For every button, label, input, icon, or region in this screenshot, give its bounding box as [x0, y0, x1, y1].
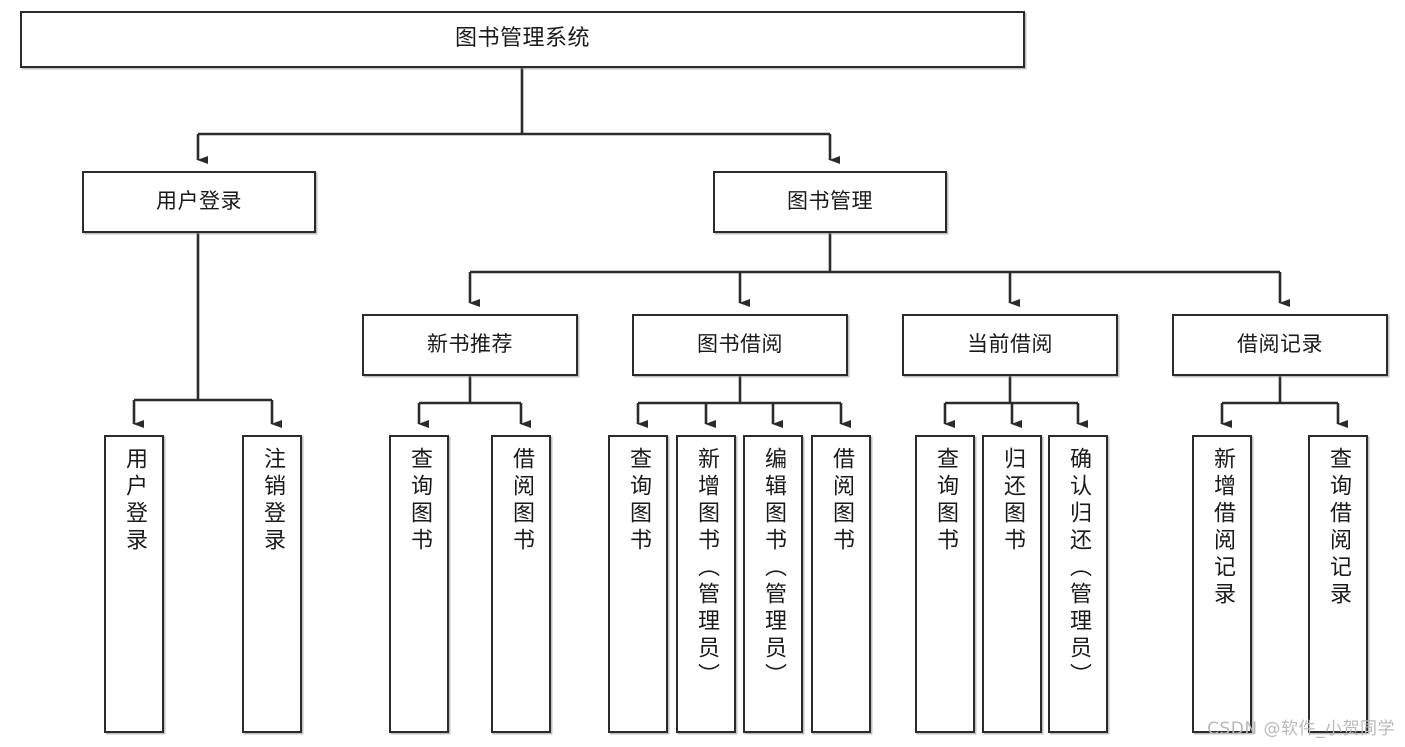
leaf-label: 借阅图书 [509, 447, 534, 555]
leaf-logout[interactable]: 注销登录 [242, 435, 302, 733]
leaf-label: 用户登录 [122, 447, 147, 555]
leaf-label: 借阅图书 [829, 447, 854, 555]
leaf-user-login[interactable]: 用户登录 [104, 435, 164, 733]
node-book-borrow[interactable]: 图书借阅 [632, 314, 848, 376]
node-borrow-record[interactable]: 借阅记录 [1172, 314, 1388, 376]
leaf-label: 查询图书 [407, 447, 432, 555]
node-label: 图书管理 [787, 189, 873, 214]
watermark-text: CSDN @软件_小贺同学 [1207, 719, 1395, 739]
node-label: 图书借阅 [697, 332, 783, 357]
node-root-system[interactable]: 图书管理系统 [20, 11, 1025, 68]
node-label: 新书推荐 [427, 332, 513, 357]
leaf-query-borrow-record[interactable]: 查询借阅记录 [1308, 435, 1368, 733]
node-new-book-recommend[interactable]: 新书推荐 [362, 314, 578, 376]
node-book-management[interactable]: 图书管理 [713, 171, 947, 233]
node-current-borrow[interactable]: 当前借阅 [902, 314, 1118, 376]
leaf-label: 查询借阅记录 [1326, 447, 1351, 609]
leaf-query-book-recommend[interactable]: 查询图书 [389, 435, 449, 733]
leaf-label: 编辑图书（管理员） [761, 447, 786, 690]
leaf-borrow-book-recommend[interactable]: 借阅图书 [491, 435, 551, 733]
leaf-borrow-book[interactable]: 借阅图书 [811, 435, 871, 733]
leaf-confirm-return-admin[interactable]: 确认归还（管理员） [1048, 435, 1108, 733]
leaf-label: 查询图书 [933, 447, 958, 555]
leaf-add-book-admin[interactable]: 新增图书（管理员） [676, 435, 736, 733]
leaf-return-book[interactable]: 归还图书 [982, 435, 1042, 733]
leaf-query-book-current[interactable]: 查询图书 [915, 435, 975, 733]
node-label: 用户登录 [156, 189, 242, 214]
leaf-label: 确认归还（管理员） [1066, 447, 1091, 690]
node-label: 当前借阅 [967, 332, 1053, 357]
leaf-label: 注销登录 [260, 447, 285, 555]
node-label: 图书管理系统 [454, 26, 590, 52]
leaf-label: 新增图书（管理员） [694, 447, 719, 690]
leaf-add-borrow-record[interactable]: 新增借阅记录 [1192, 435, 1252, 733]
node-user-login[interactable]: 用户登录 [82, 171, 316, 233]
leaf-edit-book-admin[interactable]: 编辑图书（管理员） [743, 435, 803, 733]
node-label: 借阅记录 [1237, 332, 1323, 357]
leaf-label: 查询图书 [626, 447, 651, 555]
leaf-query-book-borrow[interactable]: 查询图书 [608, 435, 668, 733]
leaf-label: 归还图书 [1000, 447, 1025, 555]
leaf-label: 新增借阅记录 [1210, 447, 1235, 609]
